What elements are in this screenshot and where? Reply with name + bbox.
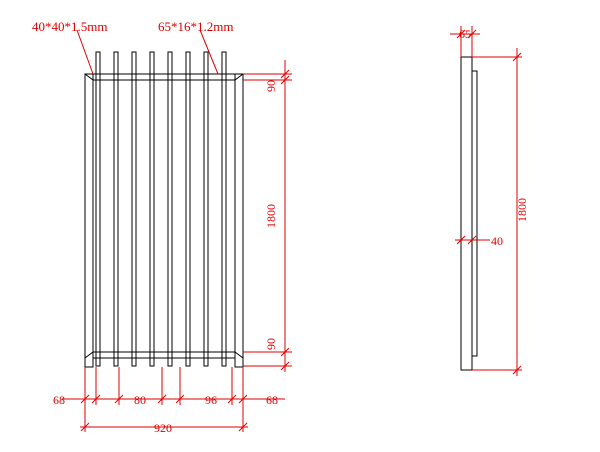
dimension-tick	[91, 394, 101, 404]
gate-front-view	[84, 51, 244, 368]
gate-side-view	[460, 56, 478, 371]
height-dimension: 90 1800 90	[243, 60, 292, 372]
side-height-label: 1800	[515, 198, 529, 222]
picket	[203, 51, 209, 367]
dimension-tick	[80, 422, 90, 432]
picket	[131, 51, 137, 367]
rail-spec-label: 65*16*1.2mm	[158, 19, 233, 34]
gap-left-label: 80	[134, 393, 146, 407]
left-post	[84, 73, 94, 368]
gap-right-label: 96	[205, 393, 217, 407]
dimension-tick	[80, 394, 90, 404]
top-rail	[92, 73, 236, 81]
dimension-tick	[238, 422, 248, 432]
rail-spec-leader	[199, 29, 219, 75]
picket	[221, 51, 227, 367]
dimension-tick	[238, 394, 248, 404]
picket	[113, 51, 119, 367]
height-label: 1800	[264, 204, 278, 228]
post-spec-leader	[76, 29, 94, 75]
picket-group	[95, 51, 227, 367]
bottom-rail	[92, 351, 236, 359]
top-offset-label: 90	[264, 80, 278, 92]
width-dimensions: 68 80 96 68 920	[53, 367, 285, 435]
side-rail	[471, 70, 478, 357]
side-depth-label: 65	[459, 27, 471, 41]
total-width-label: 920	[154, 421, 172, 435]
side-post	[460, 56, 473, 371]
picket	[149, 51, 155, 367]
left-margin-label: 68	[53, 393, 65, 407]
dimension-tick	[227, 394, 237, 404]
right-margin-label: 68	[266, 393, 278, 407]
side-dimensions: 65 1800 40	[450, 26, 529, 376]
bottom-offset-label: 90	[264, 338, 278, 350]
dimension-tick	[157, 394, 167, 404]
picket	[185, 51, 191, 367]
picket	[167, 51, 173, 367]
dimension-tick	[114, 394, 124, 404]
side-post-width-label: 40	[491, 234, 503, 248]
dimension-tick	[175, 394, 185, 404]
picket	[95, 51, 101, 367]
post-spec-label: 40*40*1.5mm	[32, 19, 107, 34]
right-post	[234, 73, 244, 368]
